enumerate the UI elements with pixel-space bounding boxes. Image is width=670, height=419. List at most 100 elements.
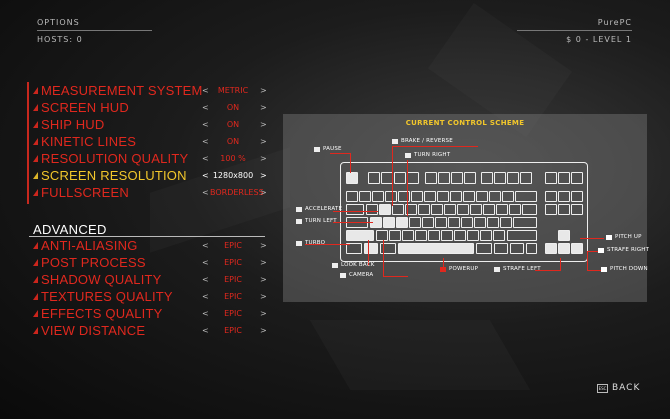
setting-value: EPIC [224, 258, 242, 267]
leader-line [350, 153, 351, 173]
arrow-left-button[interactable]: < [202, 86, 209, 95]
arrow-right-button[interactable]: > [260, 258, 267, 267]
arrow-left-button[interactable]: < [202, 241, 209, 250]
settings-list: MEASUREMENT SYSTEM<METRIC>SCREEN HUD<ON>… [27, 82, 272, 201]
header-divider [37, 30, 152, 31]
setting-value: METRIC [217, 86, 249, 95]
arrow-left-button[interactable]: < [202, 137, 209, 146]
setting-row[interactable]: EFFECTS QUALITY<EPIC> [27, 305, 272, 322]
arrow-right-button[interactable]: > [260, 171, 267, 180]
setting-row[interactable]: SCREEN RESOLUTION <1280x800 > [27, 167, 272, 184]
keyboard-key [470, 204, 482, 215]
keyboard-key [418, 204, 430, 215]
arrow-right-button[interactable]: > [260, 309, 267, 318]
keyboard-key [450, 191, 462, 202]
pitch-up-label: PITCH UP [606, 234, 642, 240]
keyboard-key [494, 243, 508, 254]
triangle-icon [33, 189, 38, 196]
setting-row[interactable]: SCREEN HUD<ON> [27, 99, 272, 116]
arrow-left-button[interactable]: < [202, 292, 209, 301]
setting-row[interactable]: ANTI-ALIASING<EPIC> [27, 237, 272, 254]
turbo-label: TURBO [296, 240, 325, 246]
key-icon [296, 218, 302, 224]
setting-value: ON [226, 120, 240, 129]
keyboard-key [407, 172, 419, 184]
arrow-left-button[interactable]: < [202, 103, 209, 112]
arrow-right-button[interactable]: > [260, 154, 267, 163]
keyboard-key [428, 230, 440, 241]
triangle-icon [33, 327, 38, 334]
keyboard-key [394, 172, 406, 184]
setting-value: EPIC [224, 292, 242, 301]
leader-line [392, 146, 393, 206]
keyboard-key [431, 204, 443, 215]
keyboard-key [448, 217, 460, 228]
back-label: BACK [612, 383, 641, 393]
setting-row[interactable]: KINETIC LINES<ON> [27, 133, 272, 150]
setting-row[interactable]: VIEW DISTANCE<EPIC> [27, 322, 272, 339]
arrow-right-button[interactable]: > [260, 103, 267, 112]
arrow-right-button[interactable]: > [260, 120, 267, 129]
esc-key-icon: ESC [597, 383, 608, 393]
setting-row[interactable]: MEASUREMENT SYSTEM<METRIC> [27, 82, 272, 99]
setting-row[interactable]: RESOLUTION QUALITY<100 %> [27, 150, 272, 167]
leader-line [587, 251, 588, 270]
leader-line [392, 146, 478, 147]
setting-row[interactable]: POST PROCESS<EPIC> [27, 254, 272, 271]
setting-row[interactable]: SHIP HUD < ON > [27, 116, 272, 133]
arrow-right-button[interactable]: > [260, 241, 267, 250]
keyboard-key [364, 243, 378, 254]
leader-line [333, 222, 373, 223]
setting-label: EFFECTS QUALITY [33, 306, 162, 321]
keyboard-key [487, 217, 499, 228]
setting-label: SCREEN RESOLUTION [33, 168, 187, 183]
arrow-left-button[interactable]: < [202, 309, 209, 318]
arrow-right-button[interactable]: > [260, 292, 267, 301]
arrow-left-button[interactable]: < [202, 188, 209, 197]
arrow-right-button[interactable]: > [260, 137, 267, 146]
keyboard-key [425, 172, 437, 184]
leader-line [587, 270, 601, 271]
setting-row[interactable]: FULLSCREEN<BORDERLESS> [27, 184, 272, 201]
triangle-icon [33, 87, 38, 94]
back-button[interactable]: ESC BACK [597, 383, 640, 393]
pitch-down-label: PITCH DOWN [601, 266, 648, 272]
turn-right-label: TURN RIGHT [405, 152, 450, 158]
arrow-right-button[interactable]: > [260, 188, 267, 197]
arrow-right-button[interactable]: > [260, 275, 267, 284]
setting-label: SCREEN HUD [33, 100, 129, 115]
leader-line [407, 160, 408, 216]
setting-value: 1280x800 [212, 171, 254, 180]
key-icon [340, 272, 346, 278]
setting-row[interactable]: SHADOW QUALITY<EPIC> [27, 271, 272, 288]
keyboard-key [359, 191, 371, 202]
keyboard-key [411, 191, 423, 202]
setting-label: ANTI-ALIASING [33, 238, 138, 253]
keyboard-key [467, 230, 479, 241]
page-title: OPTIONS [37, 18, 80, 27]
setting-row[interactable]: TEXTURES QUALITY<EPIC> [27, 288, 272, 305]
keyboard-key [493, 230, 505, 241]
keyboard-key [474, 217, 486, 228]
arrow-left-button[interactable]: < [202, 120, 209, 129]
keyboard-key [545, 172, 557, 184]
arrow-left-button[interactable]: < [202, 154, 209, 163]
arrow-left-button[interactable]: < [202, 326, 209, 335]
setting-label: SHIP HUD [33, 117, 104, 132]
leader-line [560, 258, 561, 270]
arrow-left-button[interactable]: < [202, 171, 209, 180]
hosts-count: HOSTS: 0 [37, 35, 83, 44]
arrow-left-button[interactable]: < [202, 275, 209, 284]
setting-value: 100 % [220, 154, 246, 163]
triangle-icon [33, 293, 38, 300]
keyboard-key [385, 191, 397, 202]
leader-line [587, 251, 604, 252]
arrow-right-button[interactable]: > [260, 86, 267, 95]
key-icon [296, 240, 302, 246]
brake-label: BRAKE / REVERSE [392, 138, 453, 144]
key-icon [494, 266, 500, 272]
keyboard-key [513, 217, 537, 228]
arrow-left-button[interactable]: < [202, 258, 209, 267]
leader-line [368, 240, 369, 266]
arrow-right-button[interactable]: > [260, 326, 267, 335]
